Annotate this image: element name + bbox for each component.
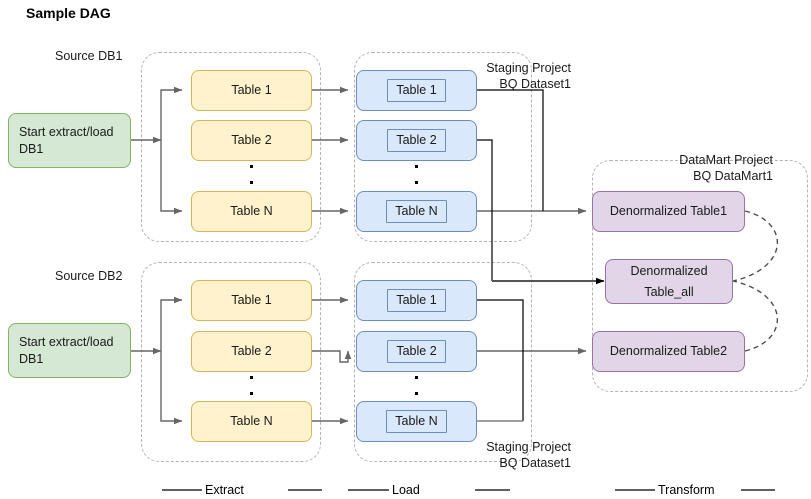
start-extract-load-db1-top[interactable]: Start extract/load DB1 — [8, 113, 131, 168]
load-inner-box: Table 1 — [387, 289, 446, 312]
ellipsis-extract-top — [246, 165, 256, 184]
denormalized-table1[interactable]: Denormalized Table1 — [592, 191, 745, 232]
node-label: Table N — [230, 204, 273, 219]
load-top-table-n[interactable]: Table N — [356, 191, 477, 232]
start-extract-load-db1-bottom[interactable]: Start extract/load DB1 — [8, 323, 131, 378]
label-staging-top: Staging Project BQ Dataset1 — [486, 61, 571, 92]
extract-top-table-1[interactable]: Table 1 — [191, 70, 312, 111]
node-label: Table N — [395, 204, 438, 219]
load-inner-box: Table N — [386, 200, 447, 223]
node-label: Table 1 — [231, 293, 272, 308]
load-inner-box: Table 1 — [387, 79, 446, 102]
load-bottom-table-1[interactable]: Table 1 — [356, 280, 477, 321]
label-source-db1: Source DB1 — [55, 49, 123, 63]
node-label: Table 1 — [231, 83, 272, 98]
extract-bottom-table-2[interactable]: Table 2 — [191, 331, 312, 372]
load-inner-box: Table 2 — [387, 340, 446, 363]
load-bottom-table-n[interactable]: Table N — [356, 401, 477, 442]
node-label: Table N — [395, 414, 438, 429]
load-top-table-2[interactable]: Table 2 — [356, 120, 477, 161]
start-node-label: Start extract/load DB1 — [19, 334, 114, 366]
start-node-label: Start extract/load DB1 — [19, 124, 114, 156]
denormalized-table2[interactable]: Denormalized Table2 — [592, 331, 745, 372]
denormalized-table-all[interactable]: Denormalized Table_all — [605, 259, 733, 304]
phase-label-transform: Transform — [655, 483, 741, 497]
label-staging-bottom: Staging Project BQ Dataset1 — [486, 440, 571, 471]
node-label: Table N — [230, 414, 273, 429]
ellipsis-load-top — [411, 165, 421, 184]
load-inner-box: Table N — [386, 410, 447, 433]
extract-top-table-n[interactable]: Table N — [191, 191, 312, 232]
node-label: Table 2 — [396, 344, 437, 359]
node-label: Denormalized Table2 — [609, 344, 728, 359]
extract-bottom-table-n[interactable]: Table N — [191, 401, 312, 442]
ellipsis-load-bottom — [411, 376, 421, 395]
group-staging-bottom — [354, 262, 532, 462]
node-label: Table 1 — [396, 83, 437, 98]
label-datamart: DataMart Project BQ DataMart1 — [679, 153, 773, 184]
label-source-db2: Source DB2 — [55, 269, 123, 283]
page-title: Sample DAG — [26, 5, 111, 21]
load-top-table-1[interactable]: Table 1 — [356, 70, 477, 111]
node-label: Table 2 — [231, 344, 272, 359]
node-label-line1: Denormalized — [630, 263, 708, 278]
ellipsis-extract-bottom — [246, 376, 256, 395]
group-source-db1 — [141, 52, 321, 242]
node-label-line2: Table_all — [644, 284, 694, 299]
phase-label-extract: Extract — [202, 483, 288, 497]
extract-top-table-2[interactable]: Table 2 — [191, 120, 312, 161]
group-datamart — [592, 160, 808, 392]
phase-label-load: Load — [389, 483, 475, 497]
node-label: Denormalized Table1 — [609, 204, 728, 219]
node-label: Table 2 — [396, 133, 437, 148]
load-bottom-table-2[interactable]: Table 2 — [356, 331, 477, 372]
extract-bottom-table-1[interactable]: Table 1 — [191, 280, 312, 321]
load-inner-box: Table 2 — [387, 129, 446, 152]
node-label: Table 1 — [396, 293, 437, 308]
node-label: Table 2 — [231, 133, 272, 148]
